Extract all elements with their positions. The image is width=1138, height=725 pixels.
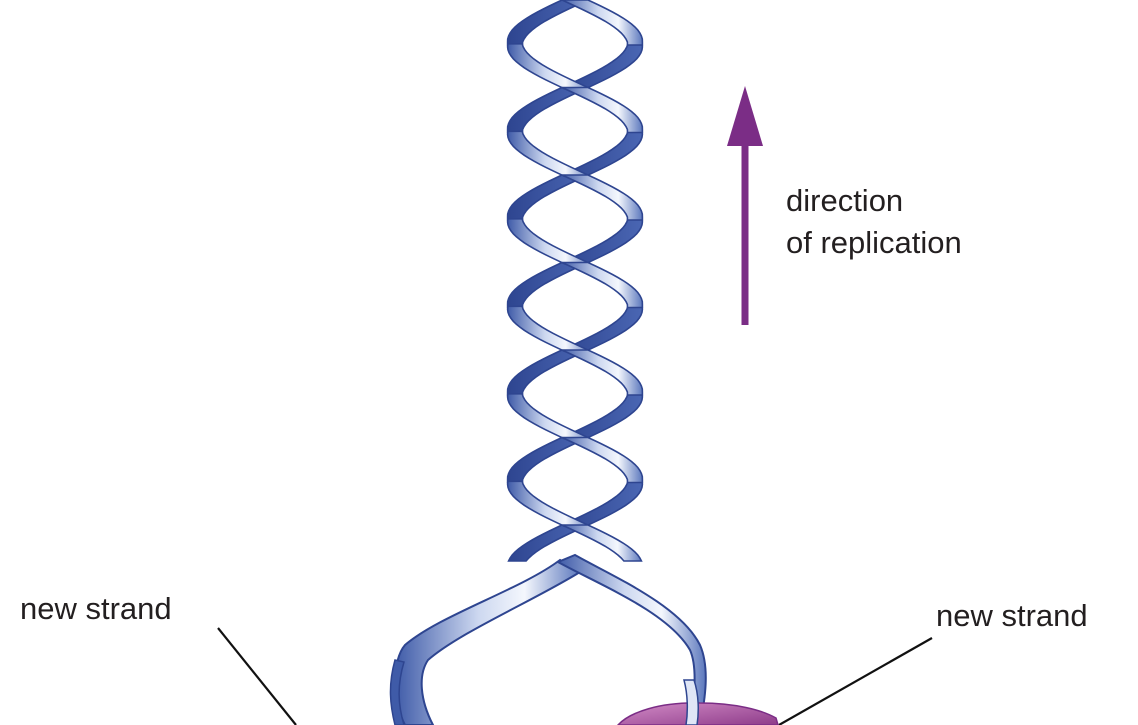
direction-label: direction of replication	[786, 180, 962, 264]
replication-fork	[390, 555, 778, 725]
leader-line-left	[218, 628, 296, 725]
leader-line-right	[779, 638, 932, 725]
double-helix	[508, 0, 643, 561]
new-strand-label-left: new strand	[20, 588, 172, 630]
fork-left-strand	[395, 560, 580, 725]
fork-right-strand	[558, 555, 706, 725]
new-strand-label-right: new strand	[936, 595, 1088, 637]
direction-arrow-head	[727, 86, 763, 146]
direction-label-line1: direction	[786, 180, 962, 222]
direction-label-line2: of replication	[786, 222, 962, 264]
direction-arrow	[727, 86, 763, 325]
